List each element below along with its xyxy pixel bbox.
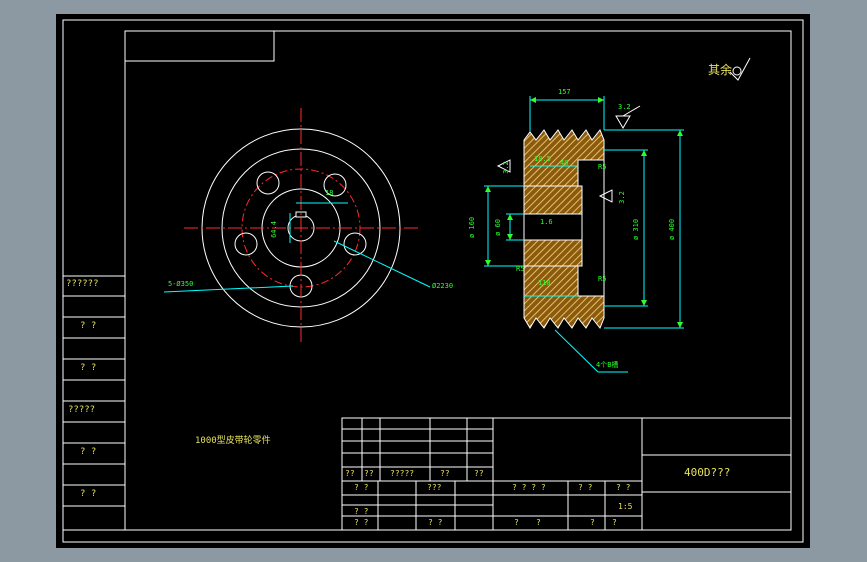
drawing-background — [56, 14, 810, 548]
upper-rim-section — [523, 129, 605, 187]
title-cell-3: ????? — [390, 469, 415, 478]
bore-gap — [523, 213, 583, 241]
dim-hub-dia: ø 160 — [468, 216, 477, 239]
dim-bore-dia: ø 60 — [493, 219, 502, 236]
title-cell-11: ? ? ? ? — [512, 483, 546, 492]
lower-hub-section — [523, 239, 583, 267]
title-cell-9: ? ? — [354, 518, 369, 527]
general-roughness-note: 其余 — [708, 63, 733, 77]
bolt-hole-2 — [323, 173, 347, 197]
dim-offset: 40 — [560, 159, 569, 167]
dim-roughness-right: 3.2 — [617, 191, 626, 204]
dim-chamfer-2: R5 — [598, 275, 607, 283]
part-description: 1000型皮带轮零件 — [195, 436, 271, 446]
title-cell-15: ? — [536, 518, 541, 527]
dim-groove-note: 4个B槽 — [596, 361, 619, 369]
lower-rim-section — [523, 265, 605, 329]
general-roughness-symbol — [729, 57, 751, 81]
groove-leader — [554, 329, 599, 373]
dim-roughness-left: 3.2 — [501, 161, 510, 174]
dim-web: 18.5 — [534, 155, 551, 163]
title-cell-17: ? — [612, 518, 617, 527]
title-cell-12: ? ? — [578, 483, 593, 492]
roughness-symbol-right — [598, 189, 613, 203]
dim-key-depth: 64.4 — [269, 221, 278, 238]
title-cell-5: ?? — [474, 469, 484, 478]
dim-roughness-top: 3.2 — [618, 103, 631, 111]
dim-fillet: R5 — [516, 265, 525, 273]
dim-key-width: 18 — [325, 189, 334, 197]
dim-bolt-holes: 5-Ø350 — [168, 280, 194, 288]
title-cell-13: ? ? — [616, 483, 631, 492]
side-label-5: ? ? — [80, 447, 97, 457]
drawing-title: 400D??? — [684, 466, 731, 479]
side-label-3: ? ? — [80, 363, 97, 373]
title-cell-7: ??? — [427, 483, 442, 492]
dim-pitch-dia: ø 310 — [632, 218, 641, 241]
title-cell-14: ? — [514, 518, 519, 527]
side-label-6: ? ? — [80, 489, 97, 499]
pcd-leader — [333, 240, 431, 288]
hole-leader — [163, 285, 294, 293]
side-label-2: ? ? — [80, 321, 97, 331]
upper-hub-section — [523, 185, 583, 215]
dim-pcd: Ø2230 — [432, 282, 454, 290]
side-label-4: ????? — [68, 405, 96, 415]
scale-value: 1:5 — [618, 502, 633, 511]
side-label-1: ?????? — [66, 279, 99, 289]
dim-overall-width: 157 — [558, 88, 571, 96]
title-cell-6: ? ? — [354, 483, 369, 492]
title-cell-1: ?? — [345, 469, 355, 478]
dim-bore-chamfer: 1.6 — [540, 218, 553, 226]
title-cell-16: ? — [590, 518, 595, 527]
title-block — [341, 417, 792, 531]
title-cell-2: ?? — [364, 469, 374, 478]
pulley-front-view — [163, 108, 431, 345]
pulley-section-view — [484, 57, 751, 373]
title-cell-10: ? ? — [428, 518, 443, 527]
dim-chamfer: R5 — [598, 163, 607, 171]
bolt-hole-3 — [343, 232, 367, 256]
left-side-table — [62, 275, 126, 531]
dim-hub-length: 110 — [538, 279, 551, 287]
title-cell-4: ?? — [440, 469, 450, 478]
dim-outer-dia: ø 400 — [668, 218, 677, 241]
title-cell-8: ? ? — [354, 507, 369, 516]
roughness-symbol-left — [496, 159, 511, 173]
bolt-hole-4 — [234, 232, 258, 256]
bolt-hole-1 — [256, 171, 280, 195]
corner-label-box — [125, 31, 275, 62]
